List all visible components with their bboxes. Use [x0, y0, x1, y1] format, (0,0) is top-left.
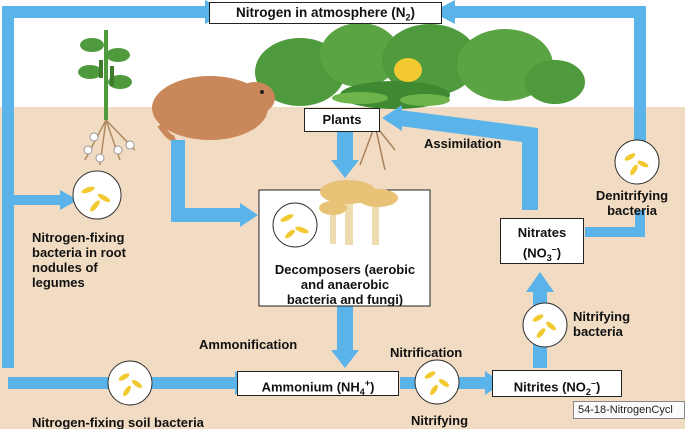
denitrifying-line-2: bacteria [607, 203, 657, 218]
nitrites-box: Nitrites (NO2–) [492, 370, 622, 397]
atmosphere-subscript: 2 [405, 12, 411, 23]
denitrifying-bacteria-label: Denitrifying bacteria [582, 188, 682, 218]
nitrates-line-1: Nitrates [517, 225, 567, 240]
decomposers-line-1: Decomposers (aerobic [274, 262, 416, 277]
nitrogen-fixing-root-label: Nitrogen-fixing bacteria in root nodules… [32, 230, 126, 290]
plants-label: Plants [322, 112, 362, 127]
soil-bacteria-label: Nitrogen-fixing soil bacteria [32, 415, 204, 429]
nitrates-box: Nitrates (NO3–) [500, 218, 584, 264]
atmosphere-close: ) [410, 5, 416, 20]
nitrites-subscript: 2 [585, 386, 591, 397]
root-line-2: bacteria in root [32, 245, 126, 260]
figure-id-tag: 54-18-NitrogenCycl [573, 401, 685, 419]
decomposers-line-3: bacteria and fungi) [286, 292, 404, 307]
ammonification-label: Ammonification [199, 337, 298, 352]
root-line-3: nodules of [32, 260, 98, 275]
decomposers-line-2: and anaerobic [300, 277, 390, 292]
nitrifying-bacteria-upper-label: Nitrifying bacteria [573, 309, 630, 339]
ammonium-superscript: + [364, 378, 371, 388]
assimilation-label: Assimilation [424, 136, 502, 151]
atmosphere-label: Nitrogen in atmosphere (N [235, 5, 406, 20]
nitrates-formula: (NO3–) [501, 241, 583, 266]
ammonium-subscript: 4 [359, 386, 365, 397]
ammonium-label: Ammonium (NH [261, 379, 360, 395]
ammonium-close: ) [370, 379, 375, 395]
plant-foliage [255, 23, 585, 109]
ammonium-box: Ammonium (NH4+) [237, 371, 399, 397]
root-line-1: Nitrogen-fixing [32, 230, 125, 245]
nitrites-label: Nitrites (NO [513, 379, 586, 395]
nitrification-label: Nitrification [390, 345, 463, 360]
denitrifying-line-1: Denitrifying [595, 188, 669, 203]
legume-plant [78, 30, 136, 166]
mushrooms [319, 180, 398, 245]
nitrites-close: ) [595, 379, 601, 395]
atmosphere-nitrogen-box: Nitrogen in atmosphere (N2) [209, 2, 442, 24]
bacteria-cells [81, 153, 649, 397]
nitrifying-lower-label: Nitrifying [411, 413, 469, 428]
nitrites-superscript: – [590, 378, 596, 388]
nitrates-subscript: 3 [546, 252, 552, 263]
nitrates-superscript: – [551, 244, 557, 254]
plants-box: Plants [304, 108, 380, 132]
nitrifying-upper-line-2: bacteria [573, 324, 623, 339]
gopher [152, 76, 275, 142]
nitrates-open: (NO [522, 245, 547, 261]
nitrates-close: ) [556, 245, 562, 261]
root-line-4: legumes [32, 275, 85, 290]
bacteria-circles [72, 139, 660, 406]
decomposers-label: Decomposers (aerobic and anaerobic bacte… [260, 262, 430, 307]
nitrifying-upper-line-1: Nitrifying [573, 309, 631, 324]
